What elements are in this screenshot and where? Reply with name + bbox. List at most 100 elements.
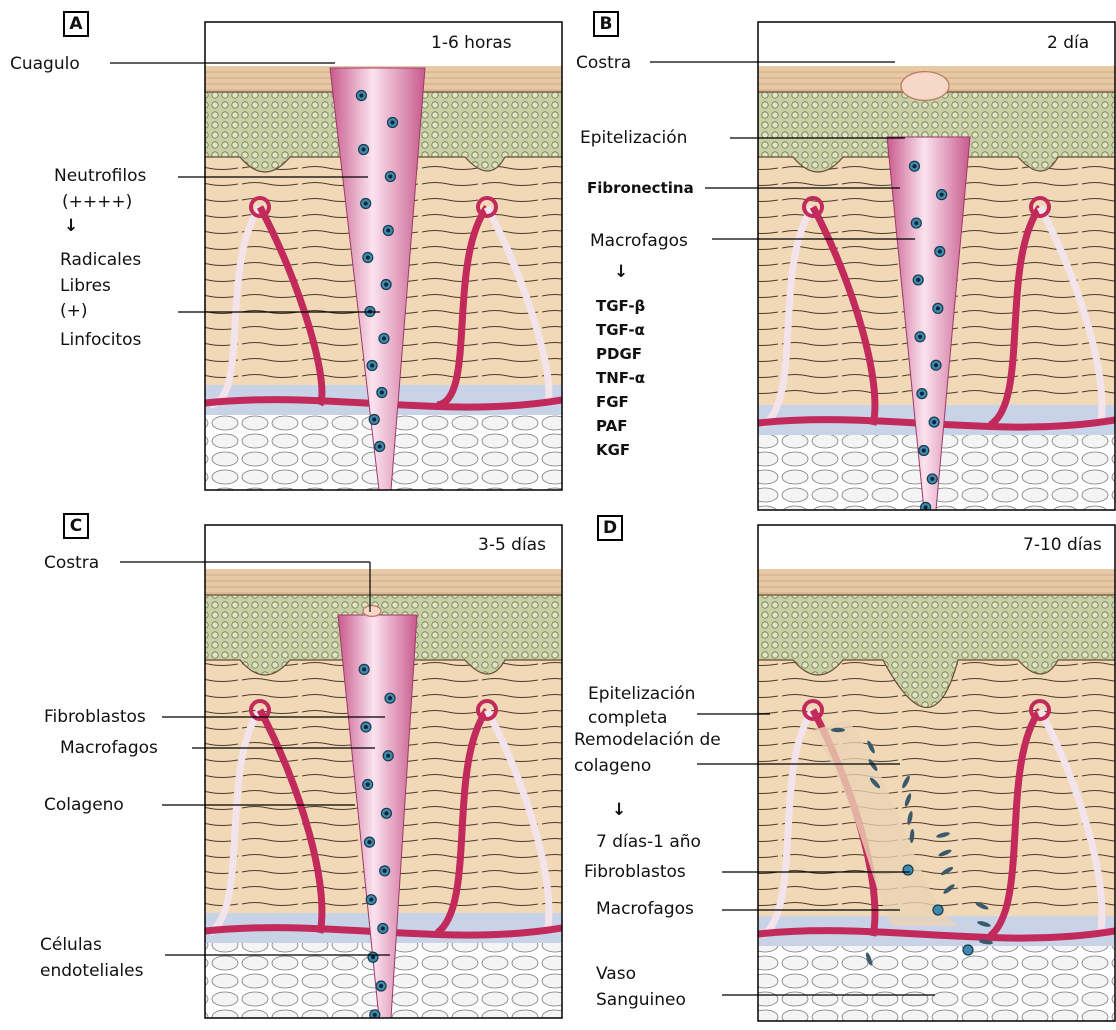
cell-nucleus — [373, 1013, 377, 1017]
label-endoteliales: endoteliales — [40, 961, 143, 981]
cell-nucleus — [932, 420, 936, 424]
macrophage-cell — [963, 945, 973, 955]
growth-factor-item: TNF-α — [596, 368, 645, 388]
cell-nucleus — [362, 148, 366, 152]
down-arrow-icon: ↓ — [614, 262, 628, 282]
cell-nucleus — [383, 869, 387, 873]
label-periodo: 7 días-1 año — [596, 832, 701, 852]
cell-nucleus — [366, 783, 370, 787]
label-fibronectina: Fibronectina — [587, 178, 694, 198]
cell-nucleus — [912, 164, 916, 168]
label-celulas: Células — [40, 935, 102, 955]
cell-nucleus — [364, 725, 368, 729]
label-colageno-d: colageno — [574, 756, 651, 776]
label-macrofagos-b: Macrofagos — [590, 231, 688, 251]
fat-layer — [758, 946, 1115, 1021]
panel-b-letter: B — [593, 11, 619, 37]
macrophage-cell — [933, 905, 943, 915]
label-vaso: Vaso — [596, 964, 636, 984]
label-plus4: (++++) — [62, 192, 132, 212]
panel-b-time: 2 día — [1044, 33, 1092, 53]
cell-nucleus — [372, 418, 376, 422]
label-costra-b: Costra — [576, 53, 631, 73]
panel-clip-group — [758, 22, 1115, 541]
cell-nucleus — [369, 898, 373, 902]
cell-nucleus — [386, 229, 390, 233]
panel-b-art — [758, 22, 1115, 541]
cell-nucleus — [382, 337, 386, 341]
label-epitelizacion-b: Epitelización — [580, 128, 687, 148]
panel-a-time: 1-6 horas — [428, 33, 515, 53]
cell-nucleus — [391, 121, 395, 125]
cell-nucleus — [940, 193, 944, 197]
cell-nucleus — [934, 363, 938, 367]
cell-nucleus — [914, 221, 918, 225]
cell-nucleus — [380, 391, 384, 395]
macrophage-cell — [903, 865, 913, 875]
growth-factor-item: FGF — [596, 392, 629, 412]
label-plus1: (+) — [60, 301, 88, 321]
label-macrofagos-d: Macrofagos — [596, 899, 694, 919]
label-libres: Libres — [60, 276, 111, 296]
panel-c-art — [205, 525, 562, 1026]
cell-nucleus — [388, 696, 392, 700]
cell-nucleus — [367, 840, 371, 844]
label-costra-c: Costra — [44, 553, 99, 573]
growth-factor-item: PAF — [596, 416, 627, 436]
label-cuagulo: Cuagulo — [10, 54, 80, 74]
down-arrow-icon: ↓ — [64, 216, 78, 236]
label-epitelizacion-d: Epitelización — [588, 684, 695, 704]
panel-d-time: 7-10 días — [1020, 535, 1105, 555]
growth-factor-item: TGF-β — [596, 296, 645, 316]
cell-nucleus — [388, 175, 392, 179]
panel-clip-group — [758, 525, 1115, 1021]
cell-nucleus — [364, 202, 368, 206]
cell-nucleus — [370, 364, 374, 368]
cell-nucleus — [930, 477, 934, 481]
panel-a-letter: A — [63, 11, 89, 37]
cell-nucleus — [384, 811, 388, 815]
cell-nucleus — [386, 754, 390, 758]
scab — [901, 72, 949, 101]
label-completa: completa — [588, 708, 667, 728]
label-remodelacion: Remodelación de — [574, 730, 721, 750]
cell-nucleus — [371, 955, 375, 959]
label-fibroblastos-d: Fibroblastos — [584, 862, 686, 882]
growth-factor-item: TGF-α — [596, 320, 645, 340]
label-radicales: Radicales — [60, 250, 141, 270]
label-neutrofilos: Neutrofilos — [54, 166, 146, 186]
panel-c-letter: C — [63, 513, 89, 539]
cell-nucleus — [381, 926, 385, 930]
growth-factor-item: KGF — [596, 440, 630, 460]
label-colageno-c: Colageno — [44, 795, 124, 815]
panel-d-letter: D — [597, 515, 623, 541]
cell-nucleus — [362, 667, 366, 671]
cell-nucleus — [936, 306, 940, 310]
fibroblast-cell — [831, 728, 845, 732]
label-fibroblastos-c: Fibroblastos — [44, 707, 146, 727]
stratum-corneum — [758, 569, 1115, 595]
label-sanguineo: Sanguineo — [596, 990, 686, 1010]
cell-nucleus — [384, 283, 388, 287]
cell-nucleus — [920, 392, 924, 396]
growth-factor-item: PDGF — [596, 344, 642, 364]
panel-d-art — [758, 525, 1115, 1021]
cell-nucleus — [379, 984, 383, 988]
panel-clip-group — [205, 525, 562, 1026]
cell-nucleus — [359, 94, 363, 98]
cell-nucleus — [916, 278, 920, 282]
panel-a-art — [205, 22, 562, 490]
panel-clip-group — [205, 22, 562, 490]
cell-nucleus — [924, 505, 928, 509]
down-arrow-icon: ↓ — [612, 800, 626, 820]
panel-c-time: 3-5 días — [475, 535, 549, 555]
label-linfocitos: Linfocitos — [60, 330, 141, 350]
scab — [363, 606, 381, 617]
cell-nucleus — [938, 250, 942, 254]
stratum-corneum — [205, 569, 562, 595]
cell-nucleus — [378, 445, 382, 449]
cell-nucleus — [918, 335, 922, 339]
cell-nucleus — [922, 449, 926, 453]
